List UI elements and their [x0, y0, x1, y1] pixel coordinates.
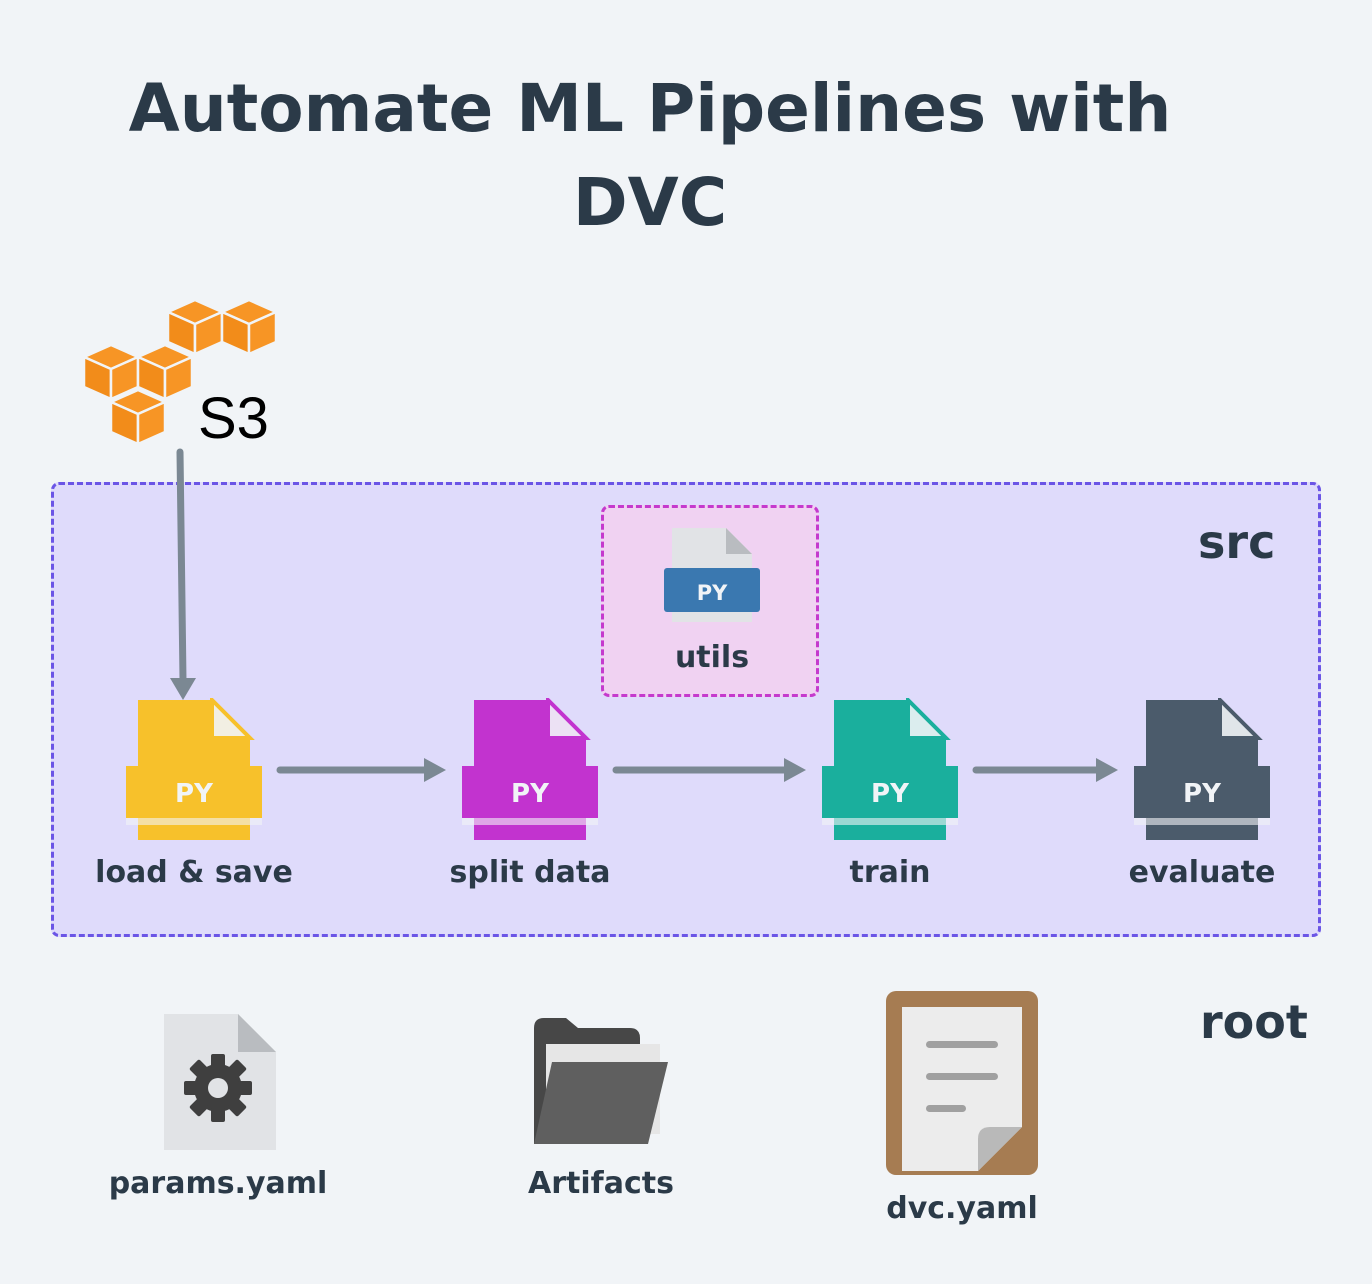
step-label-evaluate: evaluate — [1128, 855, 1276, 890]
load-save-py-file-icon: PY — [126, 698, 262, 840]
train-py-badge: PY — [871, 779, 910, 809]
step-label-split-data: split data — [449, 855, 611, 890]
clipboard-icon — [886, 991, 1038, 1175]
train-py-file-icon: PY — [822, 698, 958, 840]
evaluate-py-badge: PY — [1183, 779, 1222, 809]
root-label: root — [1200, 995, 1308, 1049]
arrow-split-to-train — [612, 758, 806, 782]
aws-s3-logo-icon — [80, 298, 280, 446]
step-label-load-save: load & save — [95, 855, 293, 890]
utils-label: utils — [674, 640, 750, 675]
arrow-train-to-evaluate — [972, 758, 1118, 782]
file-label-dvc: dvc.yaml — [886, 1191, 1038, 1226]
utils-py-badge: PY — [697, 581, 728, 605]
gear-file-icon — [164, 1014, 276, 1150]
s3-to-load-arrow — [170, 448, 196, 700]
load-save-py-badge: PY — [175, 779, 214, 809]
evaluate-py-file-icon: PY — [1134, 698, 1270, 840]
file-label-artifacts: Artifacts — [528, 1166, 674, 1201]
file-label-params: params.yaml — [108, 1166, 328, 1201]
src-label: src — [1198, 515, 1276, 569]
utils-py-file-icon: PY — [664, 528, 760, 622]
folder-icon — [534, 1018, 668, 1144]
split-data-py-badge: PY — [511, 779, 550, 809]
s3-label: S3 — [198, 386, 269, 451]
arrow-load-to-split — [276, 758, 446, 782]
split-data-py-file-icon: PY — [462, 698, 598, 840]
step-label-train: train — [849, 855, 931, 890]
